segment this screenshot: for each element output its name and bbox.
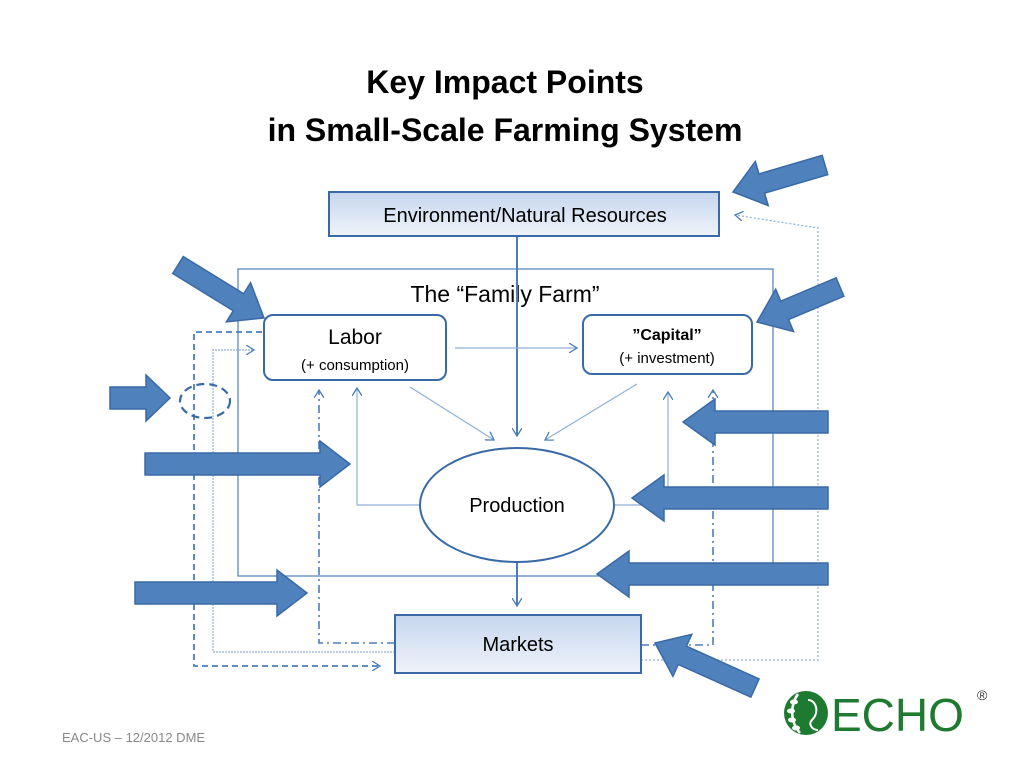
- markets-to-labor-dashdot: [319, 390, 395, 644]
- environment-box: Environment/Natural Resources: [328, 191, 720, 237]
- labor-sublabel: (+ consumption): [301, 357, 409, 374]
- connectors: [178, 215, 819, 666]
- markets-label: Markets: [482, 634, 553, 656]
- echo-logo: ECHO ®: [784, 687, 988, 741]
- capital-to-production-line: [545, 383, 638, 440]
- footer-text: EAC-US – 12/2012 DME: [62, 730, 205, 745]
- production-to-labor-line: [357, 388, 420, 506]
- labor-to-markets-dashed: [193, 331, 380, 666]
- markets-to-environment-dotted: [641, 215, 819, 661]
- slide-title-line2: in Small-Scale Farming System: [268, 112, 743, 148]
- impact-arrows: [109, 154, 845, 699]
- slide-title-line1: Key Impact Points: [366, 64, 643, 100]
- environment-label: Environment/Natural Resources: [383, 205, 666, 227]
- registered-mark: ®: [977, 687, 988, 703]
- arrow-to-farm-boundary-icon: [595, 549, 829, 599]
- arrow-to-labor-production-icon: [144, 439, 352, 489]
- production-ellipse: Production: [419, 447, 615, 563]
- capital-sublabel: (+ investment): [619, 350, 714, 367]
- markets-to-labor-dotted: [212, 350, 395, 653]
- labor-to-production-line: [409, 386, 494, 440]
- arrow-to-capital-icon: [755, 276, 845, 333]
- arrow-to-farm-markets-icon: [134, 568, 309, 618]
- arrow-to-dashed-ellipse-icon: [109, 373, 172, 423]
- arrow-to-markets-icon: [653, 633, 761, 699]
- arrow-to-labor-icon: [171, 255, 266, 323]
- capital-box: ”Capital” (+ investment): [582, 314, 753, 375]
- echo-globe-leaf-icon: [784, 691, 828, 735]
- labor-label: Labor: [328, 326, 382, 349]
- family-farm-label: The “Family Farm”: [410, 281, 599, 307]
- arrow-to-environment-icon: [731, 154, 829, 207]
- production-label: Production: [469, 495, 565, 517]
- dashed-focus-ellipse: [178, 382, 232, 420]
- capital-label: ”Capital”: [632, 327, 701, 344]
- labor-box: Labor (+ consumption): [263, 314, 447, 381]
- arrow-to-capital-feedback-icon: [681, 397, 829, 447]
- markets-box: Markets: [394, 614, 642, 674]
- echo-logo-text: ECHO: [831, 689, 964, 741]
- arrow-to-production-icon: [630, 473, 829, 523]
